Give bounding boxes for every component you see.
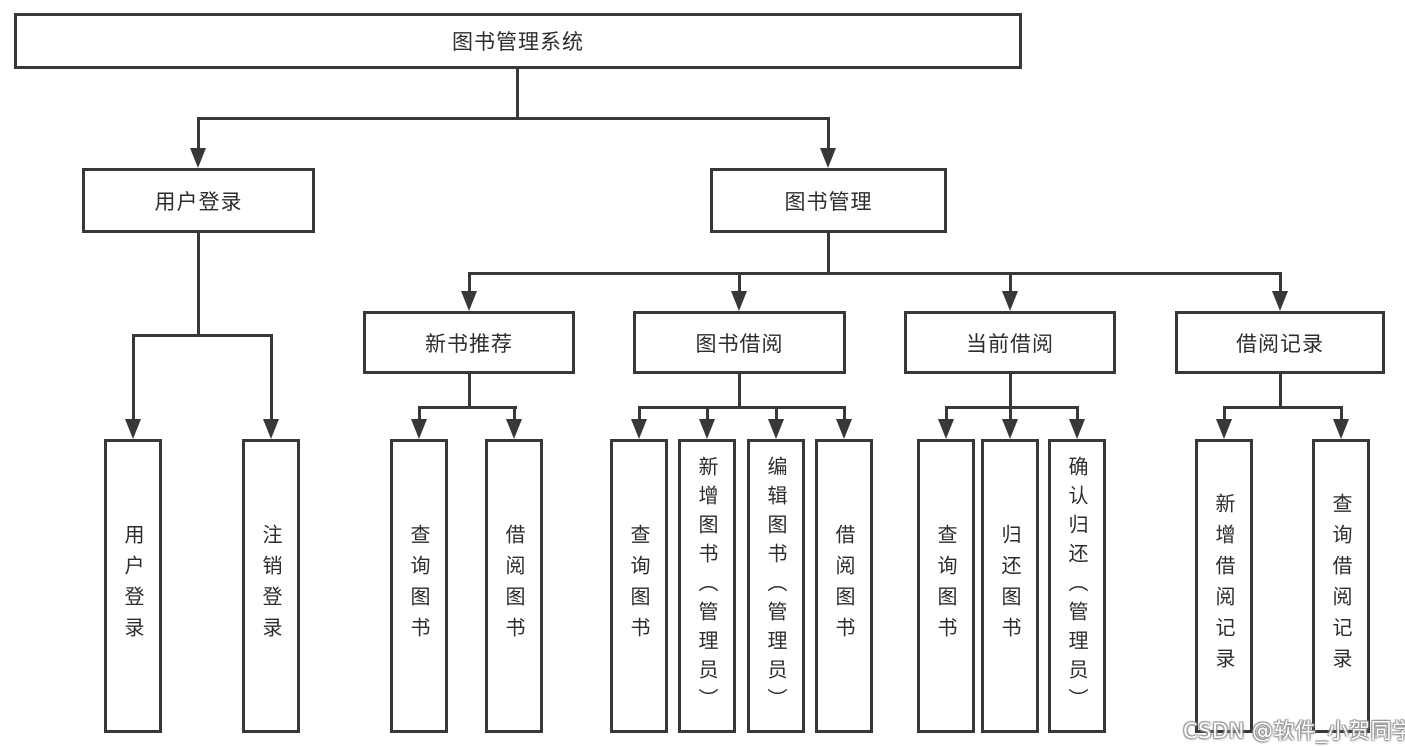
node-borrow-records-label: 借阅记录 (1236, 331, 1324, 356)
node-user-login-label: 用户登录 (154, 189, 243, 214)
connector-arrow-line (1223, 406, 1226, 421)
arrowhead-down-icon (1002, 419, 1018, 439)
leaf-logout-label: 注销登录 (259, 524, 283, 648)
arrowhead-down-icon (1333, 419, 1349, 439)
arrowhead-down-icon (1069, 419, 1085, 439)
connector-arrow-line (270, 334, 273, 420)
leaf-return-books: 归还图书 (981, 439, 1039, 733)
arrowhead-down-icon (768, 419, 784, 439)
node-book-management-label: 图书管理 (784, 189, 873, 214)
arrowhead-down-icon (263, 419, 279, 439)
leaf-edit-books-admin-label: 编辑图书（管理员） (764, 455, 788, 717)
node-user-login: 用户登录 (82, 168, 315, 233)
leaf-user-login: 用户登录 (104, 439, 162, 733)
node-new-book-recommend: 新书推荐 (363, 311, 575, 374)
leaf-add-borrow-record: 新增借阅记录 (1195, 439, 1253, 733)
leaf-add-books-admin-label: 新增图书（管理员） (695, 455, 719, 717)
connector-book-mgmt-stub (827, 231, 830, 275)
leaf-current-query-books-label: 查询图书 (934, 524, 958, 648)
leaf-borrow-query-books-label: 查询图书 (627, 524, 651, 648)
connector-root-stub (516, 69, 519, 120)
connector-arrow-line (1009, 272, 1012, 292)
node-current-borrow: 当前借阅 (904, 311, 1116, 374)
connector-group-stub (1279, 372, 1282, 409)
leaf-confirm-return-admin-label: 确认归还（管理员） (1065, 455, 1089, 717)
leaf-return-books-label: 归还图书 (998, 524, 1022, 648)
leaf-newbook-borrow-books-label: 借阅图书 (502, 524, 526, 648)
arrowhead-down-icon (190, 148, 206, 168)
node-borrow-records: 借阅记录 (1175, 311, 1385, 374)
leaf-user-login-label: 用户登录 (121, 524, 145, 648)
node-book-borrow: 图书借阅 (633, 311, 846, 374)
arrowhead-down-icon (836, 419, 852, 439)
leaf-newbook-query-books: 查询图书 (390, 439, 448, 733)
arrowhead-down-icon (699, 419, 715, 439)
connector-group-hline (1223, 406, 1343, 409)
leaf-borrow-books-label: 借阅图书 (832, 524, 856, 648)
connector-level1-hline (197, 117, 830, 120)
connector-arrow-line (827, 117, 830, 151)
leaf-newbook-query-books-label: 查询图书 (407, 524, 431, 648)
leaf-borrow-query-books: 查询图书 (610, 439, 668, 733)
node-root-label: 图书管理系统 (452, 30, 584, 54)
arrowhead-down-icon (1002, 291, 1018, 311)
connector-arrow-line (1009, 406, 1012, 421)
connector-arrow-line (843, 406, 846, 421)
leaf-add-books-admin: 新增图书（管理员） (678, 439, 736, 733)
connector-arrow-line (513, 406, 516, 421)
arrowhead-down-icon (631, 419, 647, 439)
node-book-management: 图书管理 (710, 168, 947, 233)
connector-arrow-line (1279, 272, 1282, 292)
arrowhead-down-icon (731, 291, 747, 311)
connector-user-login-stub (197, 231, 200, 336)
leaf-newbook-borrow-books: 借阅图书 (485, 439, 543, 733)
connector-arrow-line (197, 117, 200, 151)
connector-group-hline (638, 406, 846, 409)
connector-arrow-line (132, 334, 135, 420)
connector-arrow-line (706, 406, 709, 421)
leaf-confirm-return-admin: 确认归还（管理员） (1048, 439, 1106, 733)
leaf-add-borrow-record-label: 新增借阅记录 (1212, 493, 1236, 679)
arrowhead-down-icon (1216, 419, 1232, 439)
node-root: 图书管理系统 (14, 13, 1022, 69)
connector-group-stub (468, 372, 471, 409)
connector-arrow-line (468, 272, 471, 292)
leaf-query-borrow-record: 查询借阅记录 (1312, 439, 1370, 733)
leaf-logout: 注销登录 (242, 439, 300, 733)
arrowhead-down-icon (938, 419, 954, 439)
leaf-edit-books-admin: 编辑图书（管理员） (747, 439, 805, 733)
connector-group-hline (418, 406, 517, 409)
node-new-book-recommend-label: 新书推荐 (425, 331, 513, 356)
node-book-borrow-label: 图书借阅 (695, 331, 784, 356)
arrowhead-down-icon (461, 291, 477, 311)
connector-group-stub (738, 372, 741, 409)
node-current-borrow-label: 当前借阅 (966, 331, 1054, 356)
arrowhead-down-icon (411, 419, 427, 439)
connector-arrow-line (1076, 406, 1079, 421)
connector-arrow-line (1340, 406, 1343, 421)
leaf-current-query-books: 查询图书 (917, 439, 975, 733)
connector-user-login-hline (132, 334, 273, 337)
connector-arrow-line (775, 406, 778, 421)
connector-arrow-line (945, 406, 948, 421)
arrowhead-down-icon (820, 148, 836, 168)
connector-arrow-line (418, 406, 421, 421)
leaf-query-borrow-record-label: 查询借阅记录 (1329, 493, 1353, 679)
arrowhead-down-icon (1272, 291, 1288, 311)
csdn-watermark: CSDN @软件_小贺同学 (1183, 719, 1405, 743)
connector-level3-hline (468, 272, 1282, 275)
arrowhead-down-icon (506, 419, 522, 439)
leaf-borrow-books: 借阅图书 (815, 439, 873, 733)
arrowhead-down-icon (125, 419, 141, 439)
connector-arrow-line (638, 406, 641, 421)
connector-group-stub (1009, 372, 1012, 409)
connector-arrow-line (738, 272, 741, 292)
